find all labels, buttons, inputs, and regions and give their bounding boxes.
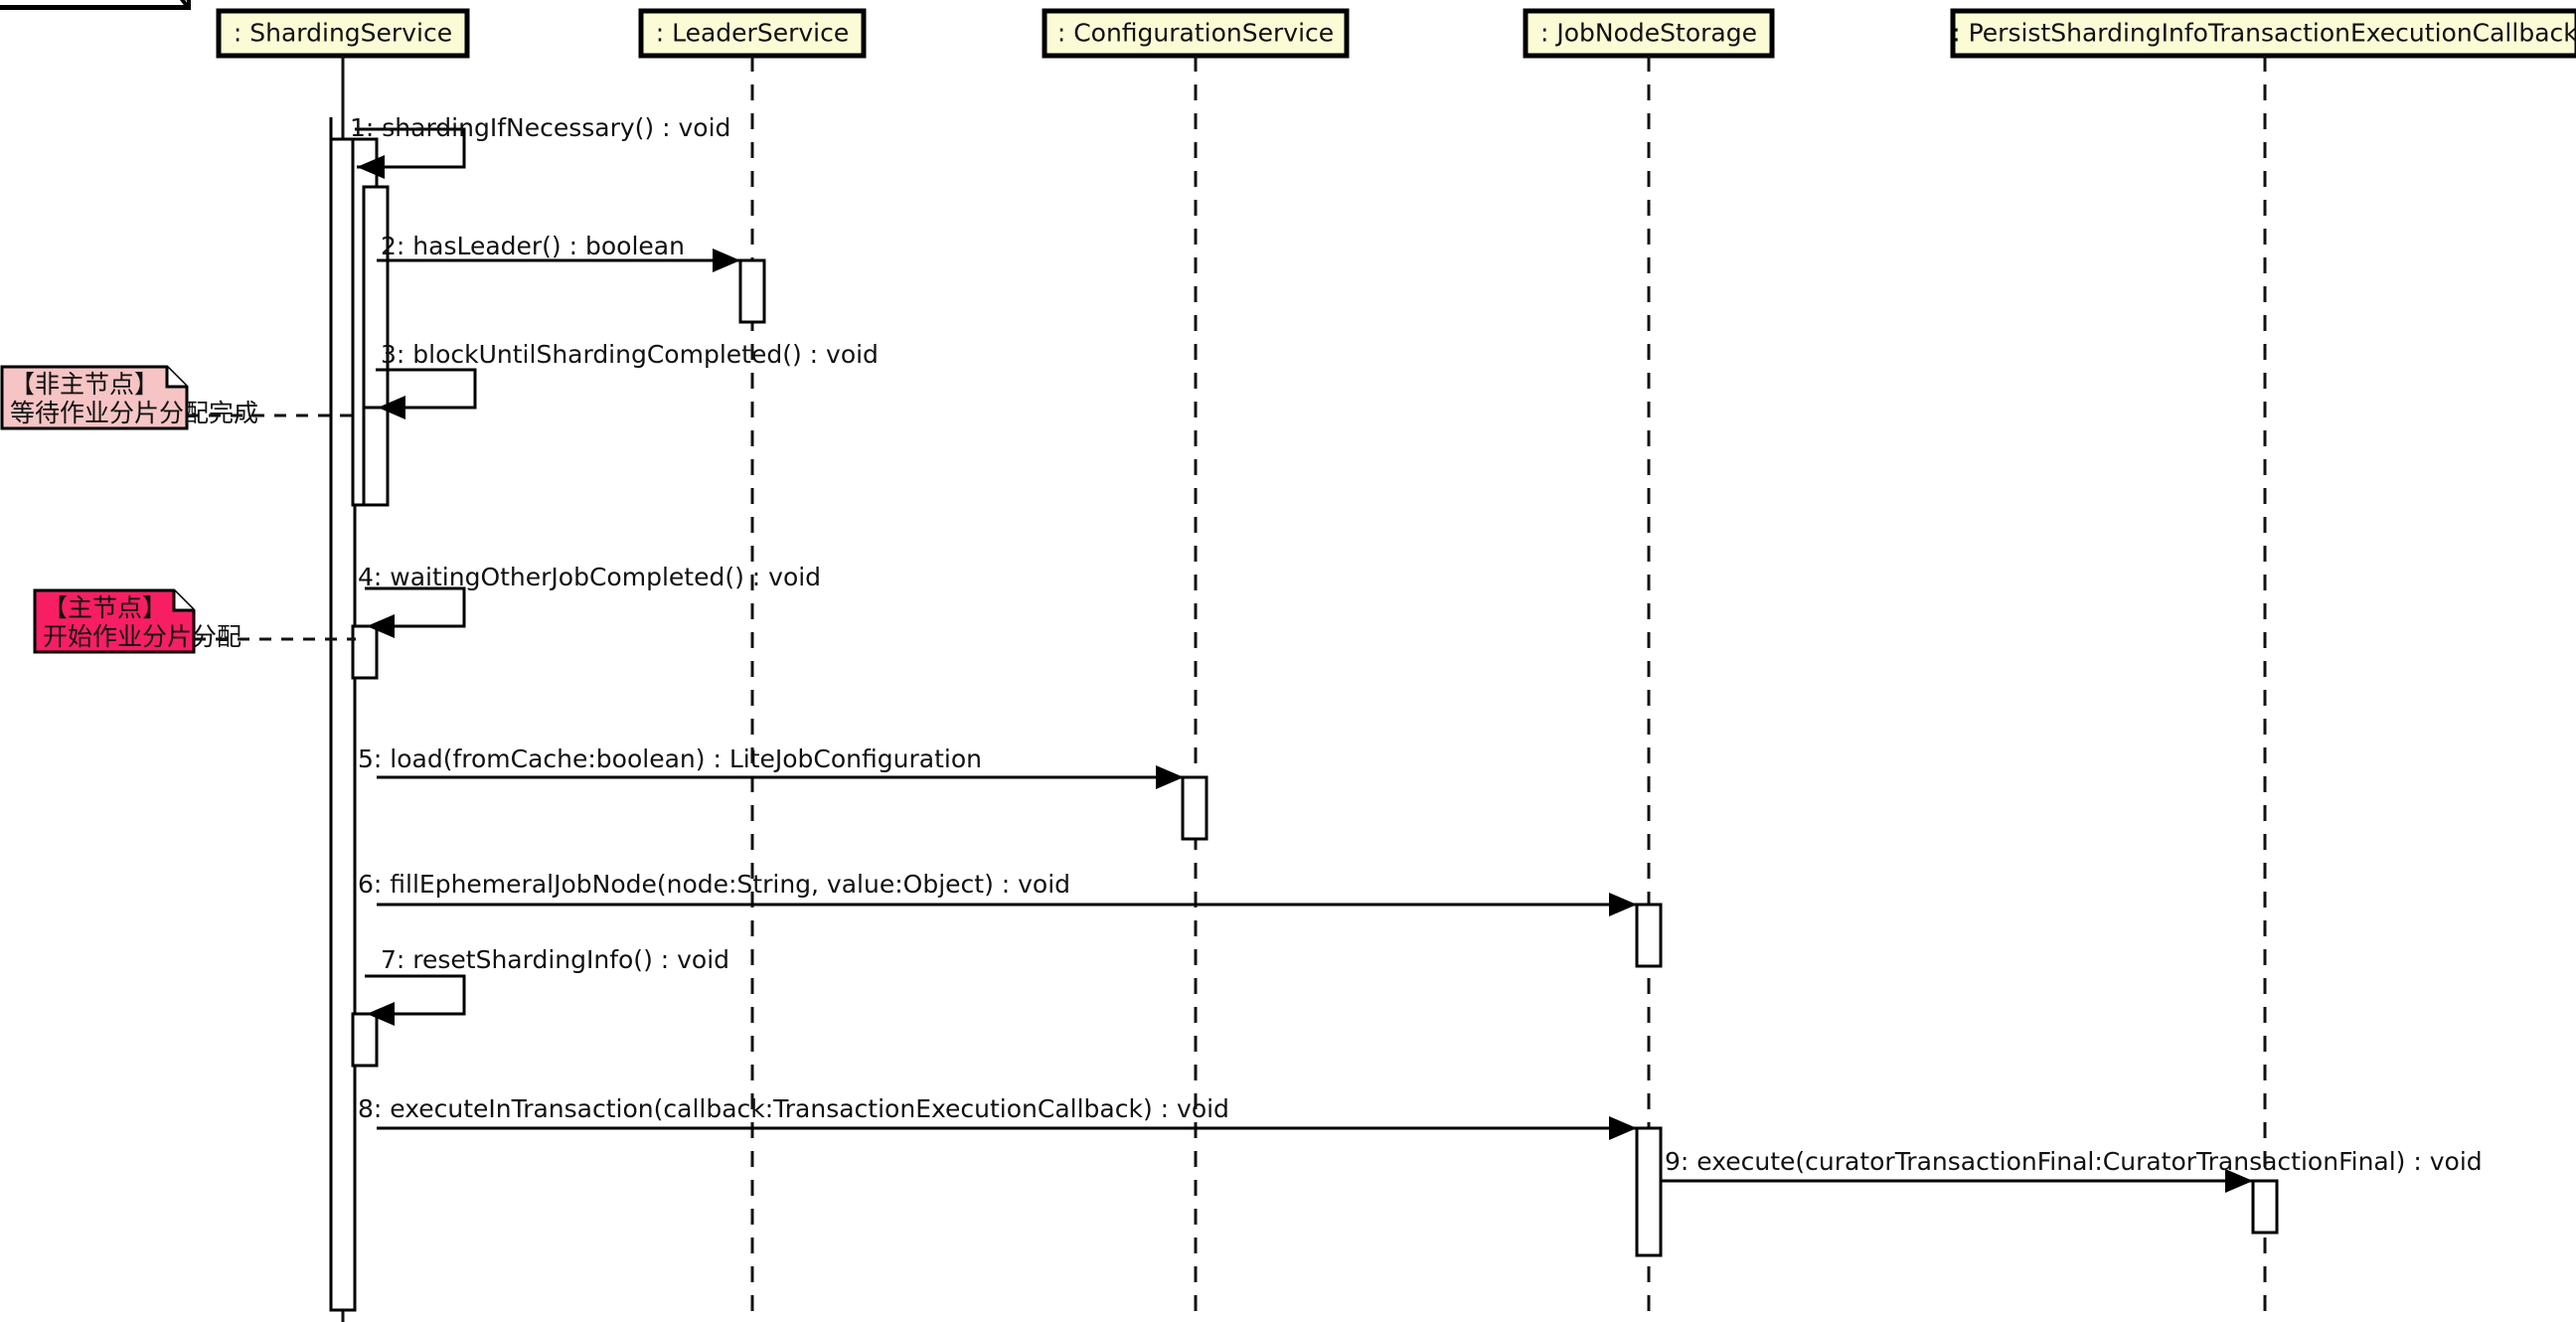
note-line: 等待作业分片分配完成 <box>10 399 258 427</box>
activation-bar-configuration-service[interactable] <box>1181 775 1208 841</box>
message-label: 1: shardingIfNecessary() : void <box>350 113 730 142</box>
note-line: 【主节点】 <box>43 593 167 622</box>
message-arrowhead <box>1609 1116 1637 1140</box>
message-label: 7: resetShardingInfo() : void <box>381 945 729 974</box>
lifeline-label: : JobNodeStorage <box>1540 19 1757 48</box>
note-body[interactable] <box>0 365 189 430</box>
message-arrowhead <box>1609 893 1637 916</box>
note-non-leader[interactable]: 【非主节点】等待作业分片分配完成 <box>0 365 356 430</box>
lifeline-persist-sharding-callback[interactable]: : PersistShardingInfoTransactionExecutio… <box>1950 8 2576 1312</box>
self-message-line <box>365 974 466 1016</box>
activations-layer <box>329 137 2279 1312</box>
message-8[interactable]: 8: executeInTransaction(callback:Transac… <box>358 1094 1637 1140</box>
message-label: 5: load(fromCache:boolean) : LiteJobConf… <box>358 744 982 773</box>
self-message-arrowhead <box>367 614 395 638</box>
message-9[interactable]: 9: execute(curatorTransactionFinal:Curat… <box>1661 1147 2483 1193</box>
self-message-line <box>365 586 466 628</box>
messages-layer: 1: shardingIfNecessary() : void 2: hasLea… <box>329 113 2483 1193</box>
message-label: 6: fillEphemeralJobNode(node:String, val… <box>358 870 1070 899</box>
self-message-arrowhead <box>367 1002 395 1026</box>
notes-layer: 【非主节点】等待作业分片分配完成【主节点】开始作业分片分配 <box>0 365 356 654</box>
lifeline-label: : ConfigurationService <box>1057 19 1334 48</box>
note-body[interactable] <box>33 588 196 654</box>
message-label: 9: execute(curatorTransactionFinal:Curat… <box>1665 1147 2483 1176</box>
activation-bar-sharding-service[interactable] <box>362 406 390 507</box>
self-message-arrowhead <box>357 155 385 179</box>
note-line: 【非主节点】 <box>10 370 159 399</box>
self-message-line <box>376 368 477 410</box>
lifeline-label: : PersistShardingInfoTransactionExecutio… <box>1952 19 2576 48</box>
message-label: 2: hasLeader() : boolean <box>381 232 685 260</box>
self-message-arrowhead <box>378 396 405 419</box>
activation-bar-persist-sharding-callback[interactable] <box>2251 1179 2279 1235</box>
message-4[interactable]: 4: waitingOtherJobCompleted() : void <box>358 563 821 638</box>
message-5[interactable]: 5: load(fromCache:boolean) : LiteJobConf… <box>358 744 1184 789</box>
message-6[interactable]: 6: fillEphemeralJobNode(node:String, val… <box>358 870 1637 916</box>
activation-bar-job-node-storage[interactable] <box>1635 1126 1663 1257</box>
message-7[interactable]: 7: resetShardingInfo() : void <box>365 945 729 1026</box>
lifeline-leader-service[interactable]: : LeaderService <box>638 8 867 1312</box>
message-2[interactable]: 2: hasLeader() : boolean <box>377 232 740 272</box>
self-message-line <box>355 127 466 169</box>
activation-bar-sharding-service[interactable] <box>351 624 379 680</box>
message-arrowhead <box>2225 1169 2253 1193</box>
message-label: 3: blockUntilShardingCompleted() : void <box>381 340 879 369</box>
note-leader[interactable]: 【主节点】开始作业分片分配 <box>33 588 356 654</box>
note-fold-corner <box>165 367 187 389</box>
activation-bar-leader-service[interactable] <box>738 258 766 324</box>
message-arrowhead <box>713 248 740 272</box>
message-label: 4: waitingOtherJobCompleted() : void <box>358 563 821 591</box>
lifeline-header-box[interactable] <box>1523 8 1775 59</box>
lifelines-layer: : ShardingService : LeaderService : Config… <box>216 8 2576 1322</box>
lifeline-label: : ShardingService <box>234 19 452 48</box>
activation-bar-sharding-service[interactable] <box>329 137 357 1312</box>
message-3[interactable]: 3: blockUntilShardingCompleted() : void <box>376 340 879 419</box>
message-1[interactable]: 1: shardingIfNecessary() : void <box>329 113 730 179</box>
message-label: 8: executeInTransaction(callback:Transac… <box>358 1094 1229 1123</box>
lifeline-configuration-service[interactable]: : ConfigurationService <box>1042 8 1350 1312</box>
note-fold-corner <box>172 590 194 612</box>
lifeline-job-node-storage[interactable]: : JobNodeStorage <box>1523 8 1775 1312</box>
message-arrowhead <box>1156 765 1184 789</box>
activation-bar-sharding-service[interactable] <box>351 1012 379 1068</box>
note-line: 开始作业分片分配 <box>43 622 242 651</box>
activation-bar-job-node-storage[interactable] <box>1635 903 1663 968</box>
lifeline-label: : LeaderService <box>656 19 849 48</box>
interaction-frame <box>0 0 191 10</box>
